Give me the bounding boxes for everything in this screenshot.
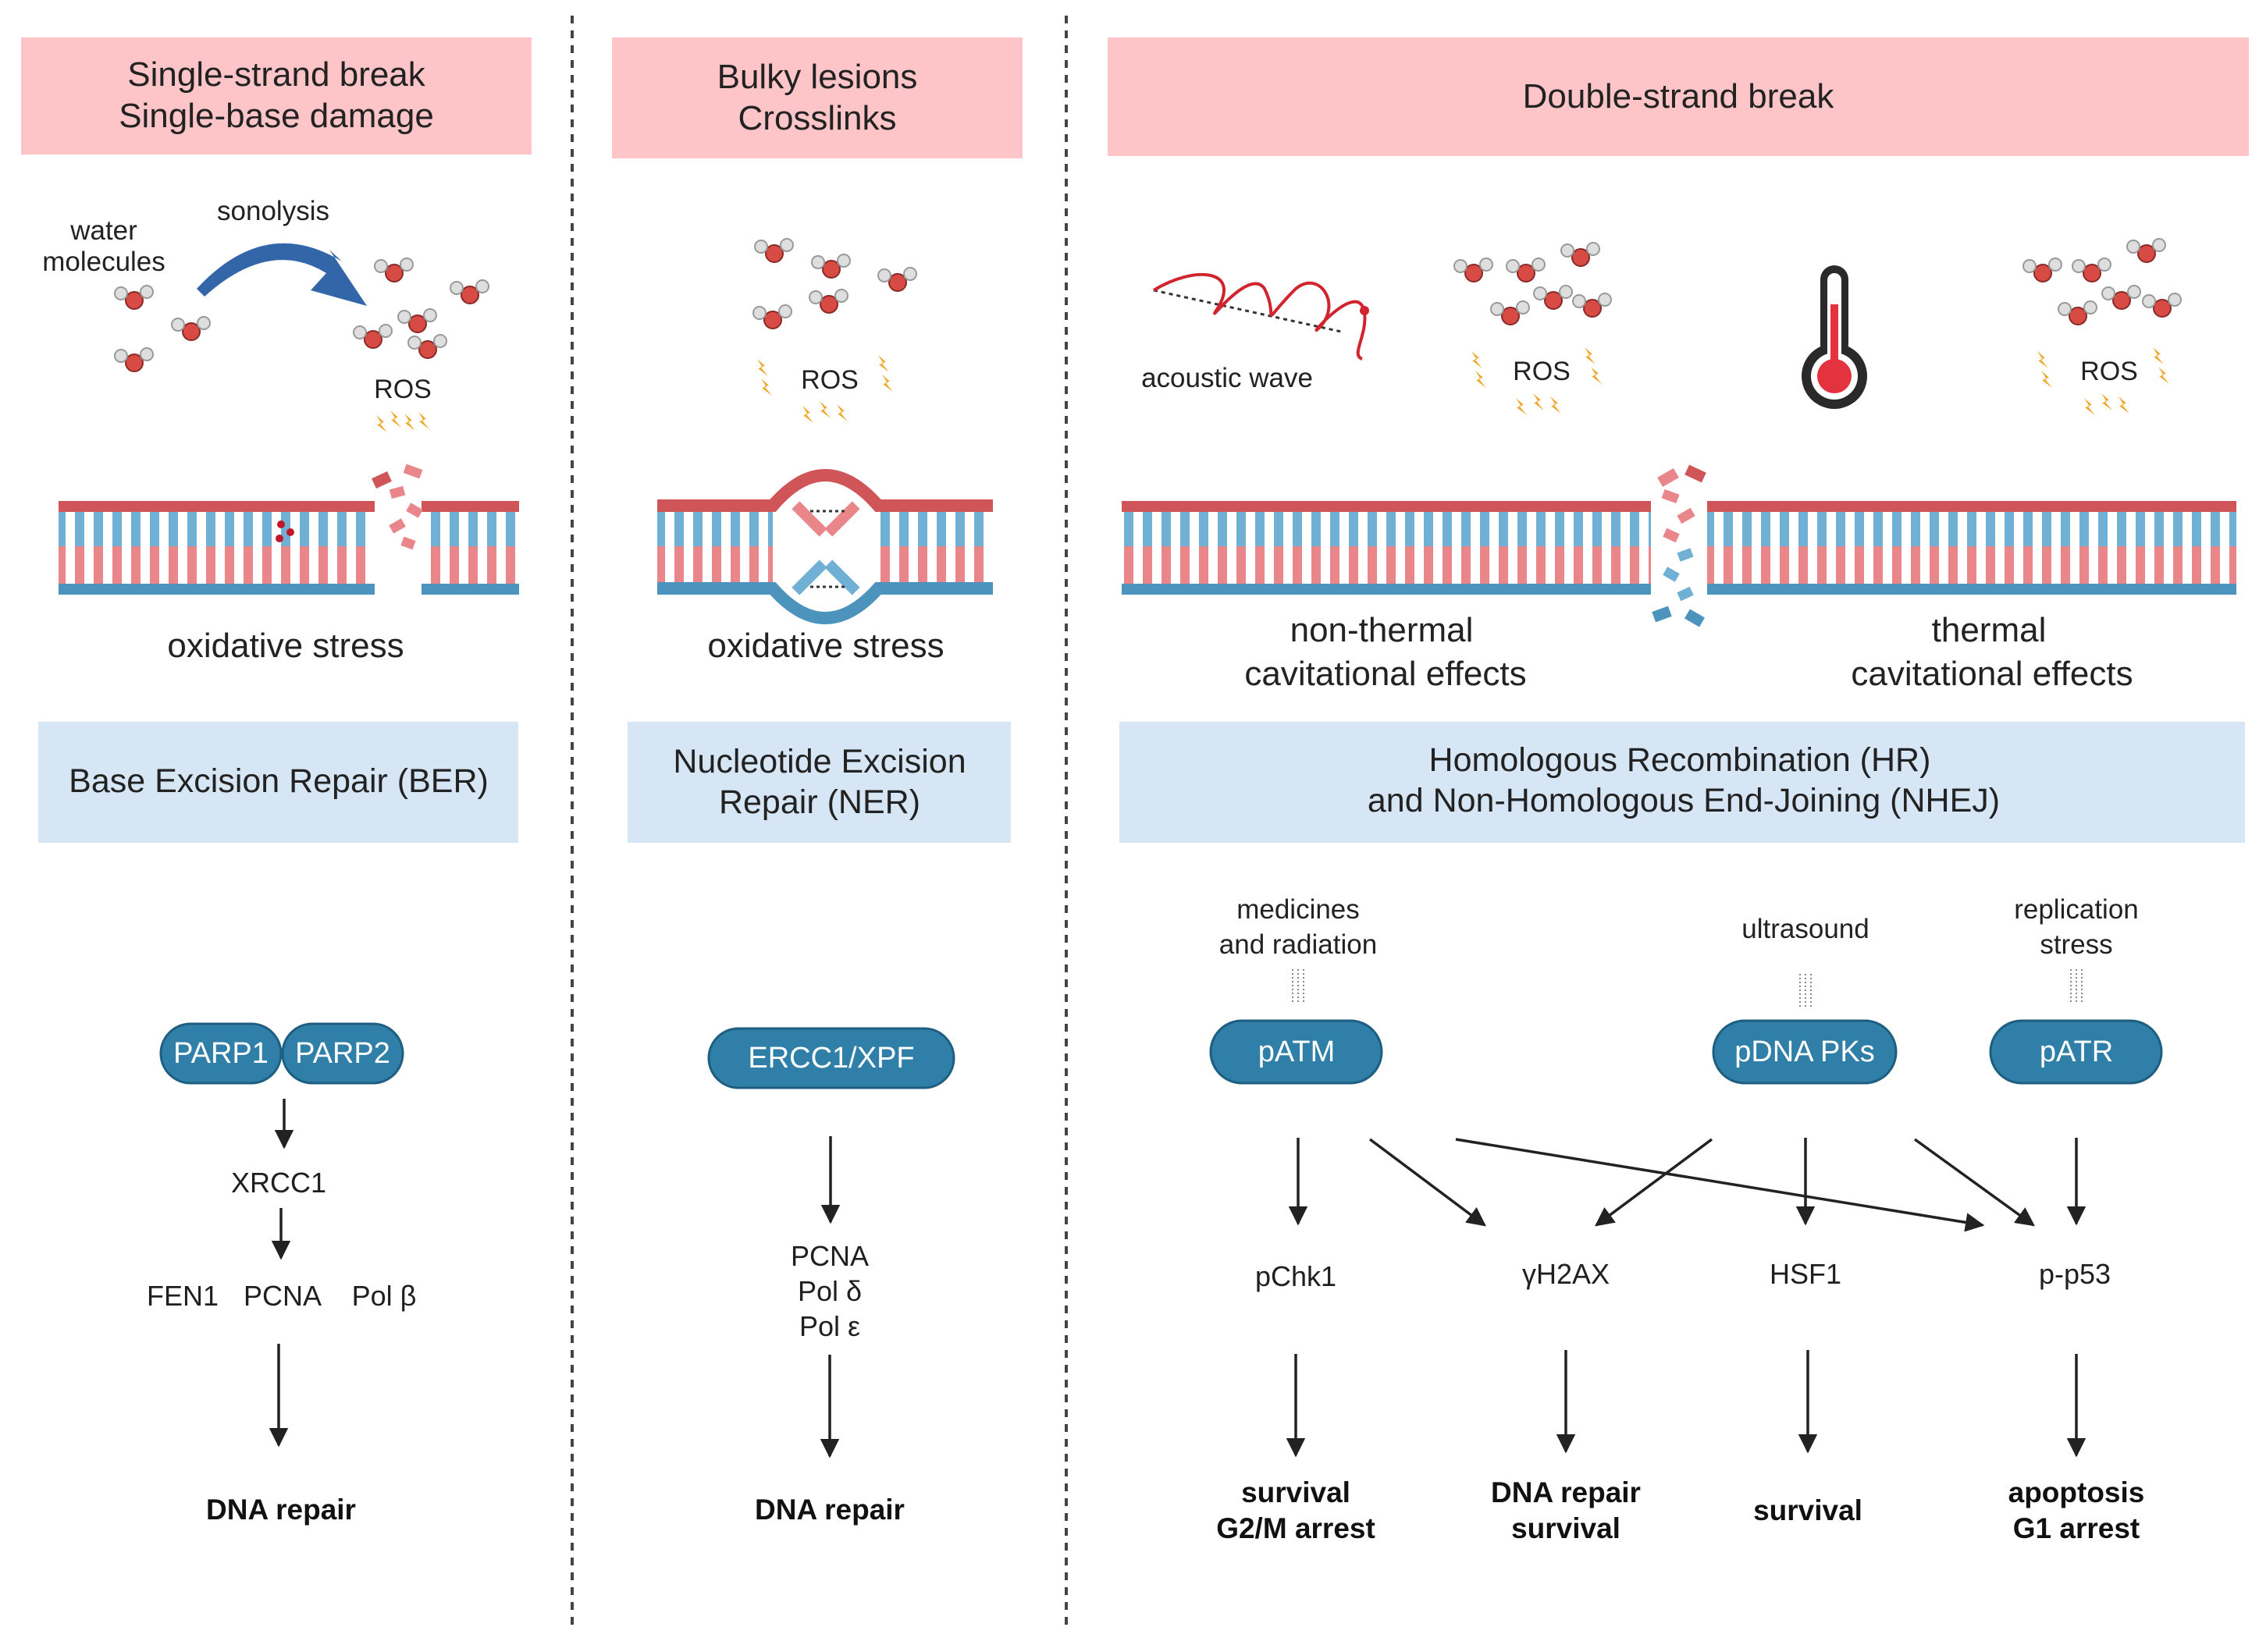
pill-parp2-label: PARP2 <box>295 1037 390 1070</box>
trigger-medicines-line1: medicines <box>1236 894 1360 925</box>
stress-label-col2: oxidative stress <box>707 627 944 665</box>
repair-ner-line1: Nucleotide Excision <box>673 743 966 780</box>
repair-ner-line2: Repair (NER) <box>719 783 920 821</box>
pill-ercc1-xpf <box>707 1027 955 1089</box>
step-pcna-col2: PCNA <box>791 1240 869 1272</box>
outcome-col1: DNA repair <box>206 1494 356 1526</box>
pill-parp1-label: PARP1 <box>173 1037 269 1070</box>
pill-ercc1-xpf-label: ERCC1/XPF <box>748 1042 914 1075</box>
step-fen1: FEN1 <box>147 1280 219 1312</box>
thermal-label-line2: cavitational effects <box>1851 655 2133 693</box>
sonolysis-arrow <box>197 243 367 306</box>
pill-parp1 <box>159 1022 283 1085</box>
thermometer-icon <box>1802 265 1867 409</box>
ros-label-col1: ROS <box>374 375 432 404</box>
pill-parp2 <box>281 1022 404 1085</box>
stress-label-col1: oxidative stress <box>167 627 404 665</box>
header-ssb-line2: Single-base damage <box>119 97 434 135</box>
step-pol-epsilon: Pol ε <box>799 1310 860 1342</box>
water-label-line2: molecules <box>42 247 165 277</box>
sonolysis-label: sonolysis <box>217 196 329 226</box>
ros-molecules-icon-col3a <box>1453 242 1612 325</box>
step-pcna-col1: PCNA <box>244 1280 322 1312</box>
outcome-hsf1: survival <box>1753 1494 1862 1526</box>
pill-pdnapk-label: pDNA PKs <box>1734 1036 1875 1068</box>
dna-strand-col1 <box>59 464 519 597</box>
trigger-ultrasound: ultrasound <box>1741 914 1869 944</box>
pill-patm-label: pATM <box>1258 1036 1336 1068</box>
trigger-dotted-arrows <box>1292 969 2083 1007</box>
trigger-replication-line2: stress <box>2040 929 2112 960</box>
pill-patr <box>1989 1019 2163 1085</box>
repair-box-hr <box>1119 722 2245 843</box>
nonthermal-label-line2: cavitational effects <box>1244 655 1526 693</box>
acoustic-wave-label: acoustic wave <box>1141 363 1313 393</box>
repair-hr-line1: Homologous Recombination (HR) <box>1429 741 1931 779</box>
header-ssb-line1: Single-strand break <box>127 55 426 94</box>
step-pol-beta: Pol β <box>352 1280 417 1312</box>
water-label-line1: water <box>69 215 137 246</box>
thermal-label-line1: thermal <box>1932 611 2047 649</box>
target-hsf1: HSF1 <box>1770 1258 1841 1290</box>
outcome-gh2ax-line2: survival <box>1511 1512 1620 1544</box>
step-xrcc1: XRCC1 <box>231 1167 326 1199</box>
repair-box-ner <box>628 722 1011 843</box>
ros-molecules-icon <box>353 258 489 359</box>
step-pol-delta: Pol δ <box>798 1275 862 1307</box>
dna-strand-col3 <box>1122 464 2236 627</box>
ros-label-col3b: ROS <box>2080 357 2138 386</box>
trigger-replication-line1: replication <box>2014 894 2139 925</box>
pill-pdnapk <box>1712 1019 1898 1085</box>
pill-patr-label: pATR <box>2040 1036 2113 1068</box>
kinase-arrows <box>1288 1138 2086 1232</box>
outcome-patm-line2: G2/M arrest <box>1216 1512 1375 1544</box>
ros-bolts-icon <box>376 410 429 432</box>
header-box-ssb <box>21 37 532 155</box>
target-gh2ax: γH2AX <box>1522 1258 1610 1290</box>
header-bulky-line2: Crosslinks <box>738 99 897 137</box>
outcome-arrows <box>1286 1350 2086 1458</box>
outcome-patm-line1: survival <box>1241 1476 1350 1508</box>
outcome-col2: DNA repair <box>755 1494 905 1526</box>
outcome-gh2ax-line1: DNA repair <box>1491 1476 1641 1508</box>
repair-hr-line2: and Non-Homologous End-Joining (NHEJ) <box>1368 782 2000 819</box>
header-dsb: Double-strand break <box>1523 77 1835 115</box>
ros-label-col2: ROS <box>801 365 859 395</box>
header-box-bulky <box>612 37 1023 158</box>
nonthermal-label-line1: non-thermal <box>1290 611 1474 649</box>
ros-label-col3a: ROS <box>1513 357 1571 386</box>
ros-molecules-icon-col3b <box>2022 238 2182 325</box>
trigger-medicines-line2: and radiation <box>1219 929 1377 960</box>
acoustic-wave-icon <box>1152 272 1369 361</box>
header-bulky-line1: Bulky lesions <box>717 58 918 96</box>
water-molecules-icon <box>114 285 211 372</box>
outcome-pp53-line1: apoptosis <box>2008 1476 2145 1508</box>
target-pchk1: pChk1 <box>1255 1260 1336 1292</box>
outcome-pp53-line2: G1 arrest <box>2013 1512 2140 1544</box>
target-pp53: p-p53 <box>2039 1258 2111 1290</box>
repair-ber-label: Base Excision Repair (BER) <box>69 762 489 800</box>
repair-box-ber <box>38 722 518 843</box>
ros-molecules-icon-col2 <box>752 238 917 329</box>
dna-strand-col2 <box>657 468 993 624</box>
pill-patm <box>1209 1019 1383 1085</box>
header-box-dsb <box>1108 37 2249 156</box>
